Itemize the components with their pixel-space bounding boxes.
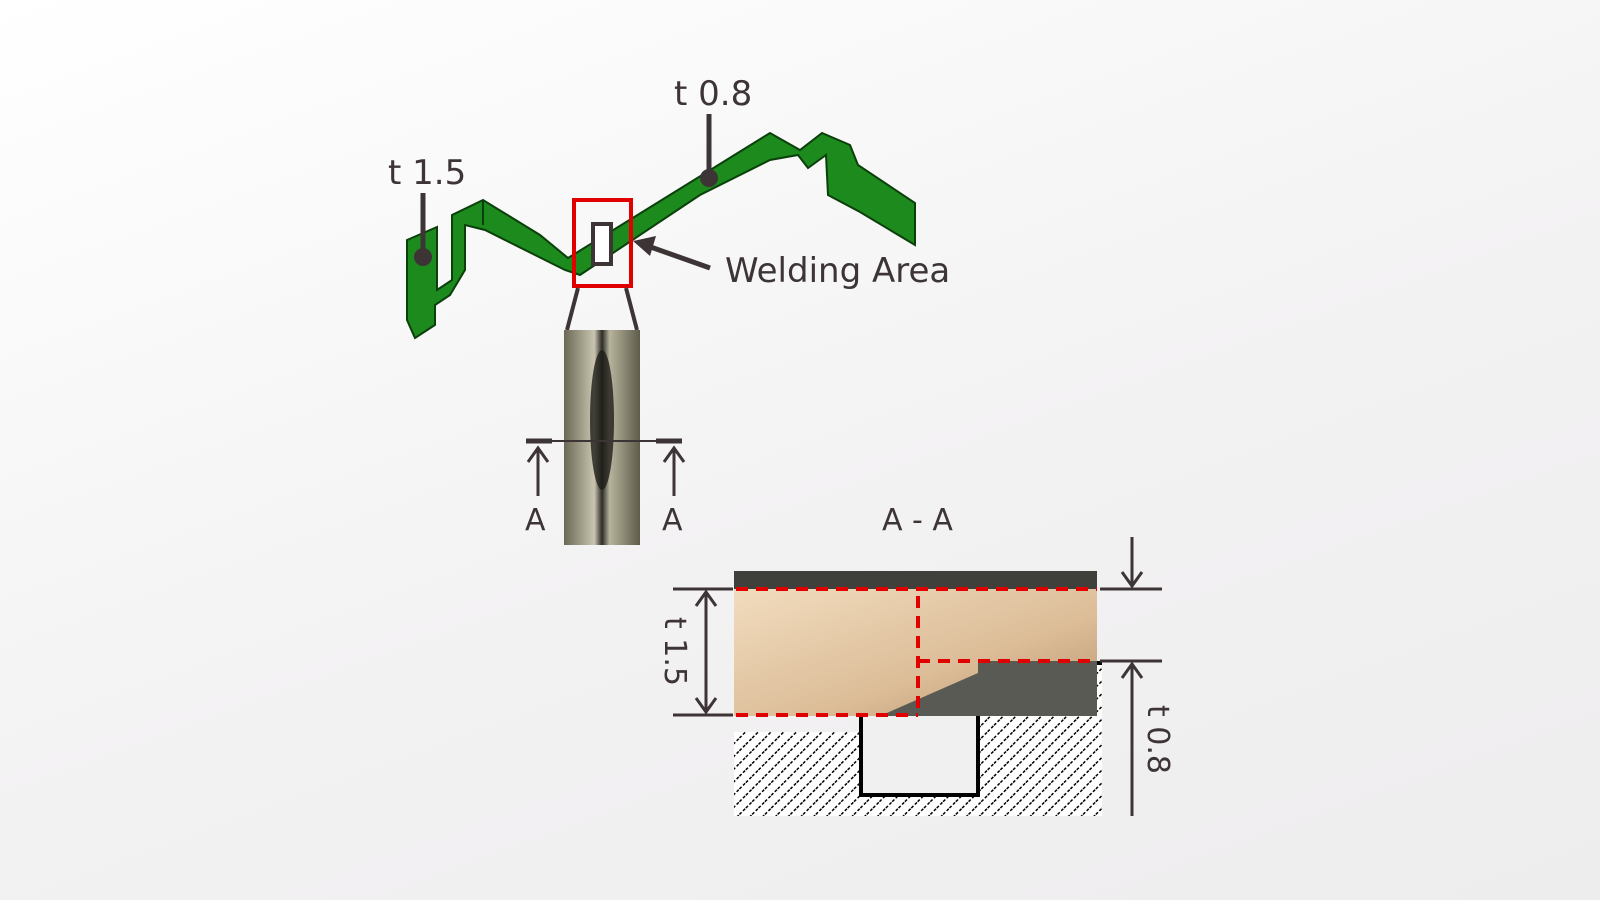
- dimension-t08: [1100, 537, 1162, 816]
- welding-arrow: [644, 242, 711, 271]
- weld-bead: [590, 350, 614, 490]
- busbar-part: [406, 131, 916, 340]
- label-welding-area: Welding Area: [725, 251, 950, 291]
- section-mark-left: A: [525, 503, 546, 538]
- section-photo: [734, 589, 1097, 716]
- hatch-left: [734, 732, 859, 816]
- zoom-line-right: [624, 287, 639, 331]
- welding-arrow-head: [633, 236, 656, 256]
- section-top-band: [734, 571, 1097, 589]
- section-label-t08: t 0.8: [1140, 705, 1175, 774]
- label-t08: t 0.8: [674, 74, 752, 114]
- section-label-t15: t 1.5: [657, 617, 692, 686]
- section-mark-right: A: [662, 503, 683, 538]
- zoom-line-left: [565, 287, 580, 331]
- leader-dot-t15: [414, 248, 432, 266]
- welding-area-highlight: [572, 198, 633, 288]
- leader-dot-t08: [700, 169, 718, 187]
- dimension-t15: [673, 587, 733, 717]
- weld-boundary-dashed: [736, 587, 1097, 717]
- section-title: A - A: [882, 503, 953, 538]
- label-t15: t 1.5: [388, 153, 466, 193]
- weld-spot: [591, 222, 613, 266]
